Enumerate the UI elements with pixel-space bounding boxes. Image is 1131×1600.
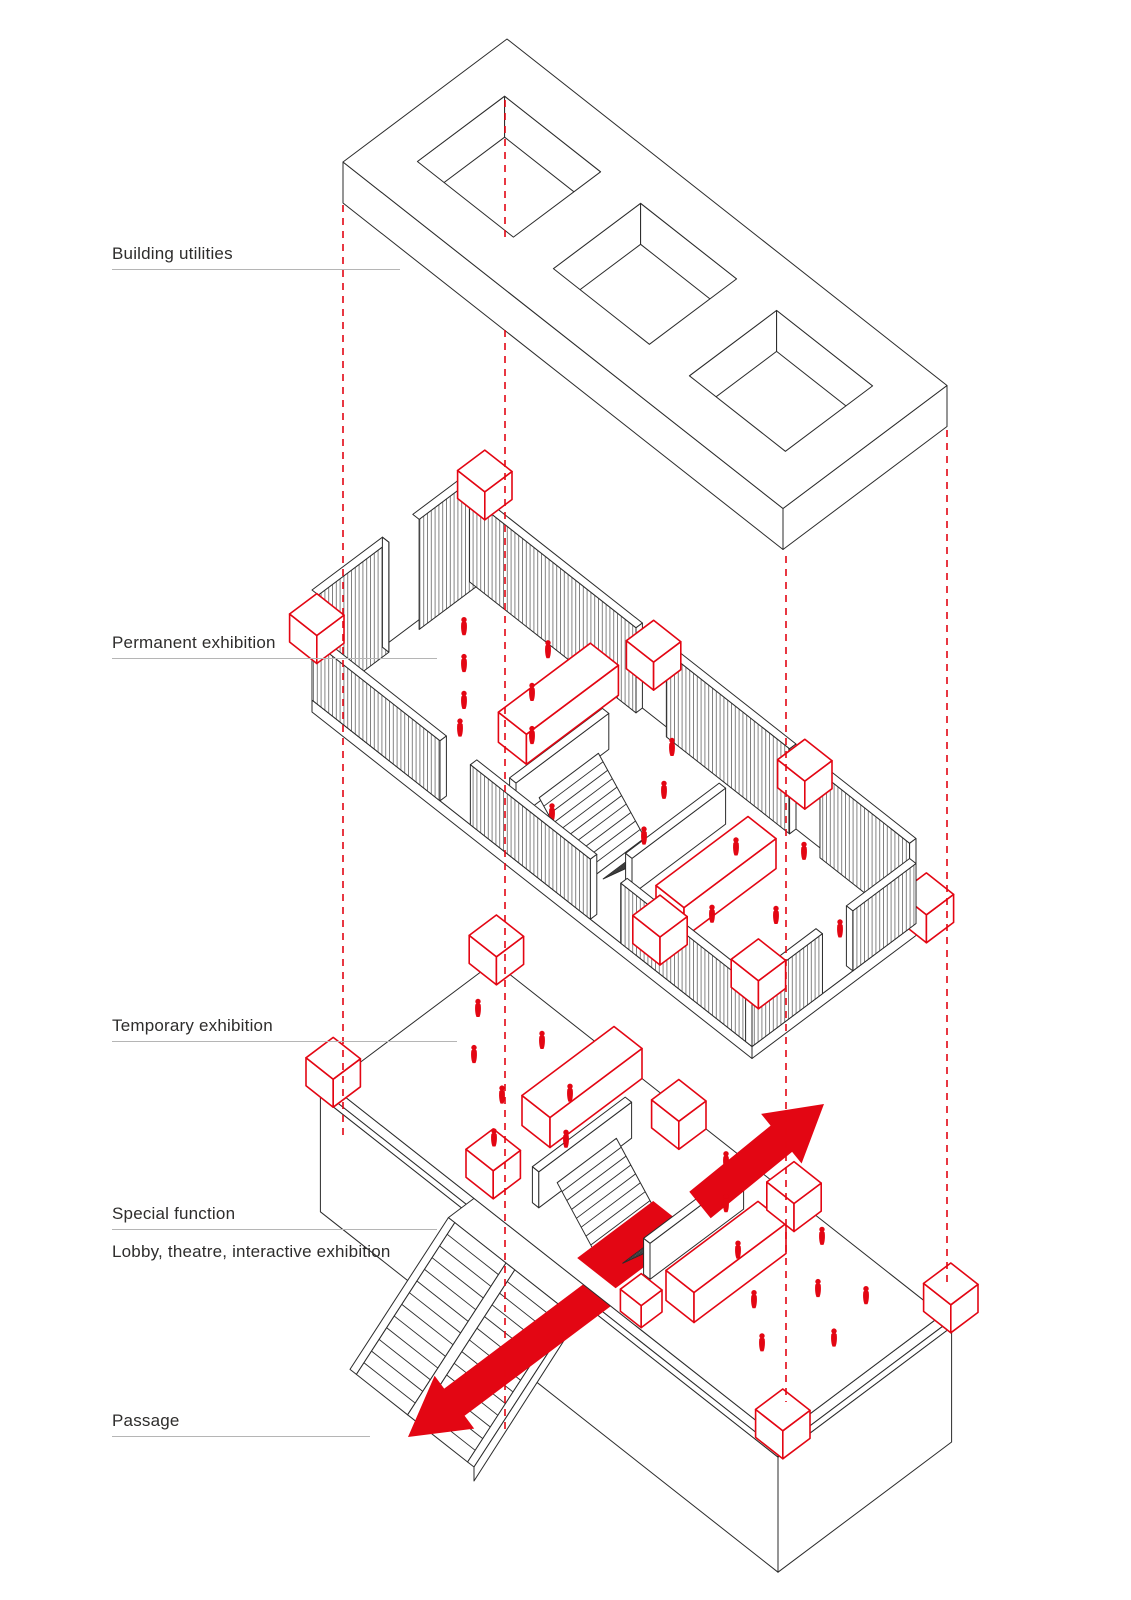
person-icon <box>759 1333 765 1352</box>
person-icon <box>567 1083 573 1102</box>
person-icon <box>669 737 675 756</box>
exhibit-cube <box>922 1262 979 1334</box>
person-icon <box>475 998 481 1017</box>
underline-permanent-exhibition <box>112 658 437 659</box>
label-special-function-sub: Lobby, theatre, interactive exhibition <box>112 1242 391 1261</box>
circulation-arrow <box>689 1104 824 1219</box>
exhibit-cube <box>754 1388 811 1460</box>
person-icon <box>529 725 535 745</box>
person-icon <box>733 837 739 856</box>
temporary-special-layer <box>305 914 979 1573</box>
person-icon <box>461 690 467 709</box>
exhibit-cube <box>468 914 525 986</box>
exhibit-cube <box>497 642 620 766</box>
person-icon <box>457 718 463 737</box>
person-icon <box>723 1151 729 1170</box>
exhibit-cube <box>521 1025 643 1149</box>
person-icon <box>819 1226 825 1245</box>
exhibit-cube <box>456 449 513 521</box>
exhibit-cube <box>305 1036 362 1108</box>
person-icon <box>815 1278 821 1298</box>
alignment-dashed-lines <box>342 100 948 1435</box>
person-icon <box>471 1044 477 1064</box>
person-icon <box>735 1240 741 1259</box>
person-icon <box>801 841 807 860</box>
person-icon <box>863 1286 869 1305</box>
permanent-exhibition-layer <box>288 449 955 1059</box>
label-temporary-exhibition: Temporary exhibition <box>112 1016 273 1035</box>
person-icon <box>661 780 667 799</box>
underline-special-function <box>112 1229 437 1230</box>
label-permanent-exhibition: Permanent exhibition <box>112 633 276 652</box>
person-icon <box>545 640 551 659</box>
exhibit-cube <box>632 894 688 966</box>
exhibit-cube <box>288 592 345 665</box>
person-icon <box>723 1194 729 1213</box>
label-passage: Passage <box>112 1411 180 1430</box>
underline-building-utilities <box>112 269 400 270</box>
person-icon <box>773 905 779 924</box>
person-icon <box>461 617 467 636</box>
exhibit-cube <box>665 1200 787 1324</box>
person-icon <box>529 682 535 701</box>
person-icon <box>837 919 843 938</box>
person-icon <box>491 1128 497 1147</box>
person-icon <box>461 653 467 673</box>
underline-temporary-exhibition <box>112 1041 457 1042</box>
exhibit-cube <box>650 1078 707 1151</box>
person-icon <box>499 1085 505 1104</box>
label-special-function: Special function <box>112 1204 236 1223</box>
person-icon <box>539 1030 545 1049</box>
exhibit-cube <box>625 619 682 691</box>
person-icon <box>751 1290 757 1309</box>
label-building-utilities: Building utilities <box>112 244 233 263</box>
person-icon <box>563 1129 569 1148</box>
exhibit-cube <box>619 1272 663 1329</box>
person-icon <box>641 826 647 845</box>
exhibit-cube <box>766 1160 822 1233</box>
underline-passage <box>112 1436 370 1437</box>
circulation-arrow <box>577 1201 692 1289</box>
exhibit-cube <box>465 1128 522 1200</box>
person-icon <box>709 904 715 923</box>
exhibit-cube <box>776 738 833 810</box>
roof-utilities-layer <box>342 38 948 550</box>
person-icon <box>831 1328 837 1347</box>
